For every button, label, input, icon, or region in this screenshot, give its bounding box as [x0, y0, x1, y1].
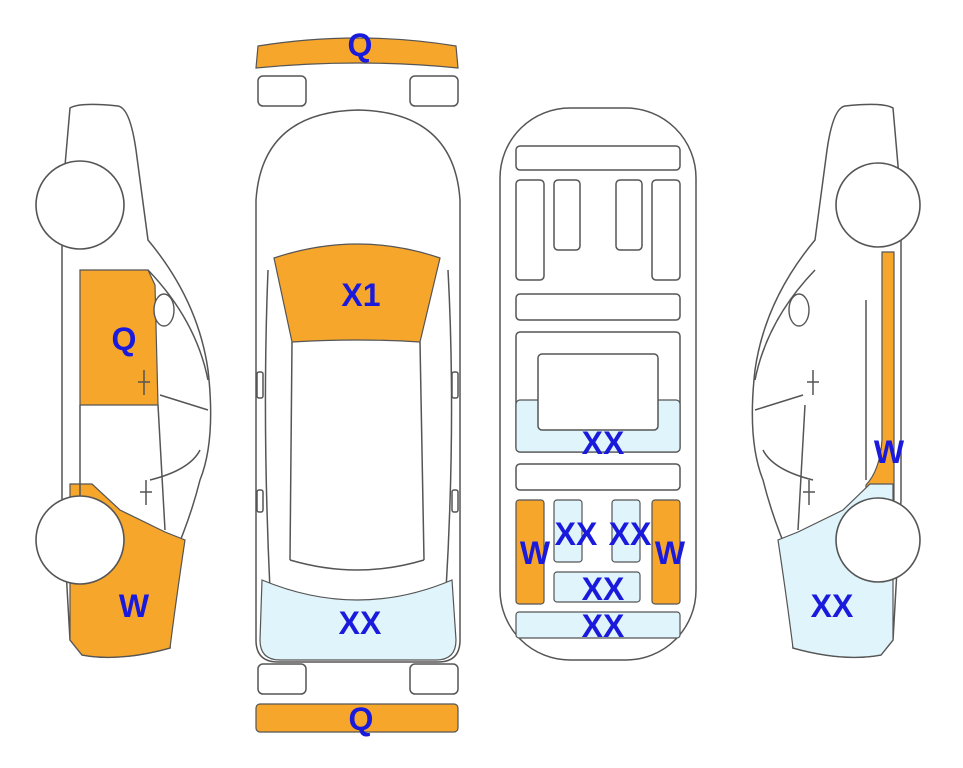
- left-rear-wheel-icon: [35, 495, 125, 585]
- right-side-view: W XX: [751, 103, 921, 659]
- right-door-gap: [797, 300, 867, 531]
- rear-right-taillight: [409, 663, 459, 695]
- underbody-front-right-rail: [651, 179, 681, 281]
- rear-left-taillight: [257, 663, 307, 695]
- left-rear-label: W: [119, 588, 150, 624]
- windshield-panel: [273, 243, 441, 343]
- underbody-front-crossbar: [515, 293, 681, 321]
- right-rear-wheel-icon: [835, 497, 921, 583]
- underbody-left-mid-panel: [553, 499, 583, 563]
- top-side-lines: [264, 269, 453, 591]
- underbody-front-right-block: [615, 179, 643, 251]
- left-mirror-icon: [153, 293, 175, 327]
- underbody-front-left-block: [553, 179, 581, 251]
- front-right-headlight: [409, 75, 459, 107]
- underbody-center-label: XX: [582, 425, 625, 461]
- rear-window-inner: [289, 559, 425, 571]
- right-mirror-icon: [788, 293, 810, 327]
- underbody-right-rail-label: W: [655, 535, 686, 571]
- left-mirror-top: [256, 371, 264, 399]
- right-front-handle-icon: [807, 370, 819, 395]
- top-view: Q X1 XX Q: [255, 27, 461, 737]
- underbody-view: XX W XX XX W XX XX: [499, 107, 697, 661]
- left-rear-handle-icon: [140, 480, 152, 505]
- underbody-rear-label: XX: [582, 608, 625, 644]
- top-body-outline: [255, 109, 461, 663]
- right-pillar-label: W: [874, 434, 905, 470]
- right-window-line: [754, 269, 816, 481]
- right-rear-label: XX: [811, 588, 854, 624]
- rear-bumper-panel: [255, 703, 459, 733]
- underbody-left-rail-panel: [515, 499, 545, 605]
- underbody-rear-crossbar: [515, 463, 681, 491]
- underbody-right-mid-label: XX: [609, 516, 652, 552]
- underbody-front-left-rail: [515, 179, 545, 281]
- underbody-right-mid-panel: [611, 499, 641, 563]
- underbody-left-rail-label: W: [520, 535, 551, 571]
- right-mirror-top: [451, 371, 459, 399]
- front-bumper-panel: [255, 37, 459, 69]
- underbody-crossmember-panel: [553, 571, 641, 603]
- underbody-right-rail-panel: [651, 499, 681, 605]
- rear-bumper-label: Q: [349, 701, 374, 737]
- front-left-headlight: [257, 75, 307, 107]
- underbody-rear-panel: [515, 611, 681, 639]
- front-bumper-label: Q: [348, 27, 373, 63]
- underbody-left-mid-label: XX: [555, 516, 598, 552]
- left-front-door-panel: [79, 269, 159, 406]
- left-front-wheel-icon: [35, 160, 125, 250]
- left-handle-top: [256, 489, 264, 513]
- right-handle-top: [451, 489, 459, 513]
- underbody-front-panel: [515, 145, 681, 171]
- left-window-line: [147, 269, 209, 481]
- right-front-wheel-icon: [835, 162, 921, 248]
- left-door-label: Q: [112, 321, 137, 357]
- underbody-center-box: [537, 353, 659, 431]
- roof-outline: [289, 341, 425, 561]
- left-door-gap: [79, 404, 166, 531]
- left-side-view: Q W: [35, 103, 212, 659]
- rear-window-label: XX: [339, 605, 382, 641]
- left-front-handle-icon: [138, 370, 150, 395]
- underbody-crossmember-label: XX: [582, 571, 625, 607]
- right-rear-handle-icon: [803, 480, 815, 505]
- windshield-label: X1: [341, 277, 380, 313]
- rear-window-panel: [259, 579, 457, 661]
